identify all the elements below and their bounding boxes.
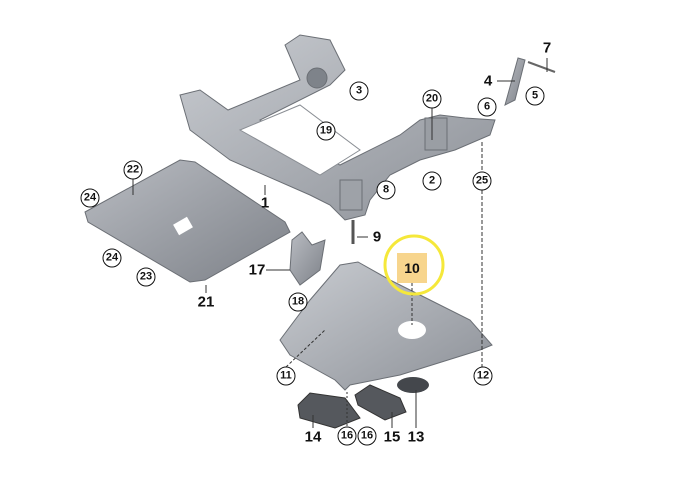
callout-12[interactable]: 12 <box>473 366 493 386</box>
callout-19[interactable]: 19 <box>316 121 336 141</box>
callout-2[interactable]: 2 <box>422 171 442 191</box>
callout-24[interactable]: 24 <box>80 188 100 208</box>
callout-11[interactable]: 11 <box>276 366 296 386</box>
callout-25[interactable]: 25 <box>472 171 492 191</box>
cover-14 <box>297 392 361 429</box>
callout-16[interactable]: 16 <box>337 426 357 446</box>
callout-5[interactable]: 5 <box>525 86 545 106</box>
callout-17[interactable]: 17 <box>248 261 266 279</box>
callout-7[interactable]: 7 <box>542 39 552 57</box>
callout-23[interactable]: 23 <box>136 267 156 287</box>
callout-1[interactable]: 1 <box>260 194 270 212</box>
underbody-panel <box>279 261 493 391</box>
mount-13 <box>397 377 429 393</box>
callout-16[interactable]: 16 <box>357 426 377 446</box>
cover-15 <box>354 384 407 421</box>
callout-18[interactable]: 18 <box>288 292 308 312</box>
highlight-ring <box>383 234 445 296</box>
bracket-17 <box>289 231 326 286</box>
callout-13[interactable]: 13 <box>407 428 425 446</box>
callout-9[interactable]: 9 <box>372 228 382 246</box>
callout-22[interactable]: 22 <box>123 160 143 180</box>
callout-4[interactable]: 4 <box>483 72 493 90</box>
callout-14[interactable]: 14 <box>304 428 322 446</box>
callout-24[interactable]: 24 <box>102 248 122 268</box>
callout-15[interactable]: 15 <box>383 428 401 446</box>
callout-8[interactable]: 8 <box>376 180 396 200</box>
callout-6[interactable]: 6 <box>477 97 497 117</box>
callout-21[interactable]: 21 <box>197 293 215 311</box>
callout-20[interactable]: 20 <box>422 89 442 109</box>
callout-3[interactable]: 3 <box>349 81 369 101</box>
callout-10-highlighted[interactable]: 10 <box>397 253 427 283</box>
